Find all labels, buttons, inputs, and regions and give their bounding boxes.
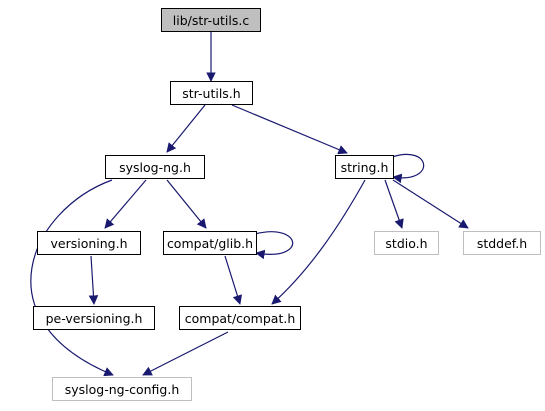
- edge-string-h-to-compat-compat-h: [271, 179, 366, 305]
- edge-str-utils-h-to-string-h: [231, 104, 348, 155]
- node-compat-compat-h[interactable]: compat/compat.h: [179, 306, 301, 330]
- node-pe-versioning-h[interactable]: pe-versioning.h: [33, 306, 155, 330]
- edge-syslog-ng-h-to-syslog-ng-config-h: [30, 179, 114, 377]
- node-versioning-h[interactable]: versioning.h: [37, 231, 141, 255]
- edge-string-h-self-loop: [391, 153, 425, 184]
- node-string-h[interactable]: string.h: [335, 155, 394, 179]
- node-syslog-ng-h[interactable]: syslog-ng.h: [105, 155, 205, 179]
- edge-compat-glib-h-to-compat-compat-h: [224, 255, 243, 305]
- node-syslog-ng-config-h[interactable]: syslog-ng-config.h: [52, 377, 192, 401]
- edge-string-h-to-stdio-h: [384, 179, 404, 229]
- edge-compat-glib-h-self-loop: [254, 231, 294, 260]
- node-stdio-h[interactable]: stdio.h: [374, 231, 439, 255]
- node-str-utils-c[interactable]: lib/str-utils.c: [161, 8, 261, 32]
- node-compat-glib-h[interactable]: compat/glib.h: [163, 231, 257, 255]
- edge-compat-compat-h-to-syslog-ng-config-h: [142, 331, 229, 376]
- edge-syslog-ng-h-to-compat-glib-h: [166, 179, 207, 229]
- edge-string-h-to-stddef-h: [392, 179, 469, 229]
- node-stddef-h[interactable]: stddef.h: [463, 231, 541, 255]
- edge-str-utils-h-to-syslog-ng-h: [166, 104, 206, 153]
- edge-versioning-h-to-pe-versioning-h: [88, 255, 99, 305]
- node-str-utils-h[interactable]: str-utils.h: [170, 81, 253, 105]
- edge-syslog-ng-h-to-versioning-h: [104, 179, 147, 229]
